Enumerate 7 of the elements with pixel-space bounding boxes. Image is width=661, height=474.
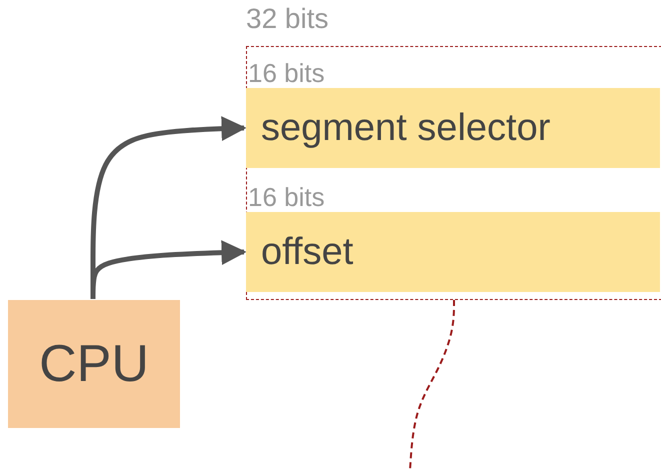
bit-width-label: 16 bits — [248, 60, 325, 86]
bit-width-label: 16 bits — [248, 184, 325, 210]
dashed-connector — [409, 300, 455, 470]
cpu-box: CPU — [8, 300, 180, 428]
bit-width-label: 32 bits — [246, 5, 328, 33]
field-bar: offset — [246, 212, 660, 292]
field-bar: segment selector — [246, 88, 660, 168]
